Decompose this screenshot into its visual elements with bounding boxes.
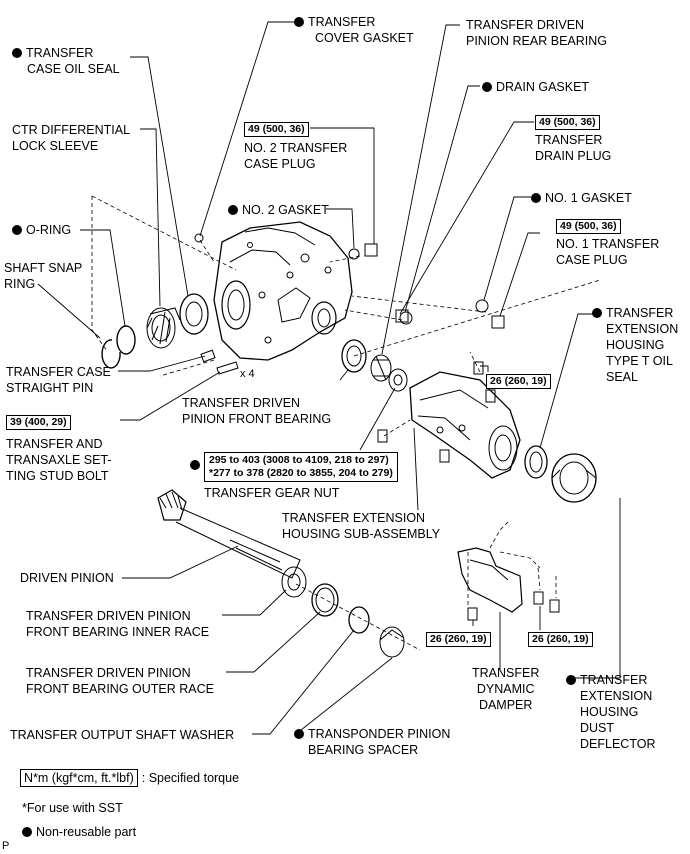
label-inner-race: TRANSFER DRIVEN PINION FRONT BEARING INN… xyxy=(26,609,210,639)
housing-bolt-a xyxy=(473,361,484,375)
output-shaft-washer xyxy=(348,606,370,634)
dynamic-damper xyxy=(457,547,523,613)
legend-torque-unit: N*m (kgf*cm, ft.*lbf) xyxy=(20,769,138,787)
torque-box-damper-right: 26 (260, 19) xyxy=(528,632,593,647)
no2-gasket-part xyxy=(348,248,360,260)
torque-box-damper-left: 26 (260, 19) xyxy=(426,632,491,647)
label-type-t-oil-seal: TRANSFER EXTENSION HOUSING TYPE T OIL SE… xyxy=(592,305,678,385)
housing-bolt-d xyxy=(439,449,450,463)
legend-sst-note: *For use with SST xyxy=(22,801,123,815)
gear-nut-part xyxy=(388,368,408,392)
o-ring xyxy=(116,325,136,355)
transfer-case-body xyxy=(213,221,353,361)
torque-box-drain-plug: 49 (500, 36) xyxy=(535,115,600,130)
legend-non-reusable: Non-reusable part xyxy=(22,824,136,840)
torque-box-gear-nut: 295 to 403 (3008 to 4109, 218 to 297) *2… xyxy=(204,452,398,482)
outer-race xyxy=(311,583,339,617)
torque-box-housing-bolt: 26 (260, 19) xyxy=(486,374,551,389)
legend-torque-desc: : Specified torque xyxy=(141,771,240,785)
cover-gasket-part xyxy=(194,233,204,243)
non-reusable-dot-icon xyxy=(482,82,492,92)
label-ctr-differential-lock-sleeve: CTR DIFFERENTIAL LOCK SLEEVE xyxy=(12,123,131,153)
non-reusable-dot-icon xyxy=(12,48,22,58)
label-driven-pinion: DRIVEN PINION xyxy=(20,571,114,585)
inner-race xyxy=(281,566,307,598)
dust-deflector xyxy=(551,453,597,503)
stud-bolt xyxy=(216,361,239,375)
non-reusable-dot-icon xyxy=(228,205,238,215)
torque-box-no1-case-plug: 49 (500, 36) xyxy=(556,219,621,234)
non-reusable-dot-icon xyxy=(294,729,304,739)
front-bearing xyxy=(341,339,367,373)
label-dust-deflector: TRANSFER EXTENSION HOUSING DUST DEFLECTO… xyxy=(566,672,655,752)
housing-bolt-c xyxy=(377,429,388,443)
non-reusable-dot-icon xyxy=(22,827,32,837)
legend-torque: N*m (kgf*cm, ft.*lbf): Specified torque xyxy=(20,769,239,787)
no1-plug-part xyxy=(491,315,505,329)
label-outer-race: TRANSFER DRIVEN PINION FRONT BEARING OUT… xyxy=(26,666,214,696)
label-no1-gasket: NO. 1 GASKET xyxy=(531,190,632,206)
damper-bolt-right-b xyxy=(549,599,560,613)
label-no2-gasket: NO. 2 GASKET xyxy=(228,202,329,218)
label-output-shaft-washer: TRANSFER OUTPUT SHAFT WASHER xyxy=(10,728,235,742)
label-transfer-driven-pinion-rear-bearing: TRANSFER DRIVEN PINION REAR BEARING xyxy=(466,18,607,48)
no2-plug-part xyxy=(364,243,378,257)
straight-pin xyxy=(200,349,216,363)
label-stud-bolt: TRANSFER AND TRANSAXLE SET- TING STUD BO… xyxy=(6,437,112,483)
assembly-lines xyxy=(91,195,601,651)
non-reusable-dot-icon xyxy=(566,675,576,685)
torque-box-no2-case-plug: 49 (500, 36) xyxy=(244,122,309,137)
shaft-snap-ring xyxy=(101,339,121,369)
damper-bolt-right-a xyxy=(533,591,544,605)
non-reusable-dot-icon xyxy=(190,460,200,470)
label-extension-housing-sub-assembly: TRANSFER EXTENSION HOUSING SUB-ASSEMBLY xyxy=(282,511,441,541)
label-shaft-snap-ring: SHAFT SNAP RING xyxy=(4,261,83,291)
label-transfer-gear-nut: TRANSFER GEAR NUT xyxy=(204,486,340,500)
quantity-x4: x 4 xyxy=(240,368,255,380)
damper-bolt-left xyxy=(467,607,478,621)
housing-bolt-b xyxy=(485,389,496,403)
corner-mark: P xyxy=(2,840,10,852)
label-transfer-case-straight-pin: TRANSFER CASE STRAIGHT PIN xyxy=(6,365,111,395)
torque-box-stud-bolt: 39 (400, 29) xyxy=(6,415,71,430)
label-o-ring: O-RING xyxy=(12,222,71,238)
label-drain-gasket: DRAIN GASKET xyxy=(482,79,589,95)
rear-bearing xyxy=(370,354,392,382)
non-reusable-dot-icon xyxy=(294,17,304,27)
label-no2-transfer-case-plug: NO. 2 TRANSFER CASE PLUG xyxy=(244,141,348,171)
drain-gasket-part xyxy=(399,311,413,325)
label-transfer-cover-gasket: TRANSFER COVER GASKET xyxy=(294,14,414,46)
extension-housing xyxy=(409,371,521,479)
label-transfer-driven-pinion-front-bearing: TRANSFER DRIVEN PINION FRONT BEARING xyxy=(182,396,332,426)
no1-gasket-part xyxy=(475,299,489,313)
label-no1-transfer-case-plug: NO. 1 TRANSFER CASE PLUG xyxy=(556,237,660,267)
leader-lines xyxy=(37,21,621,735)
non-reusable-dot-icon xyxy=(531,193,541,203)
label-transponder-pinion-bearing-spacer: TRANSPONDER PINION BEARING SPACER xyxy=(294,726,450,758)
case-oil-seal xyxy=(179,293,209,335)
non-reusable-dot-icon xyxy=(12,225,22,235)
label-transfer-dynamic-damper: TRANSFER DYNAMIC DAMPER xyxy=(472,666,540,712)
pinion-bearing-spacer xyxy=(379,626,405,658)
driven-pinion-shaft xyxy=(157,489,301,579)
type-t-oil-seal xyxy=(524,445,548,479)
label-transfer-case-oil-seal: TRANSFER CASE OIL SEAL xyxy=(12,45,120,77)
non-reusable-dot-icon xyxy=(592,308,602,318)
label-transfer-drain-plug: TRANSFER DRAIN PLUG xyxy=(535,133,612,163)
lock-sleeve xyxy=(146,307,181,349)
